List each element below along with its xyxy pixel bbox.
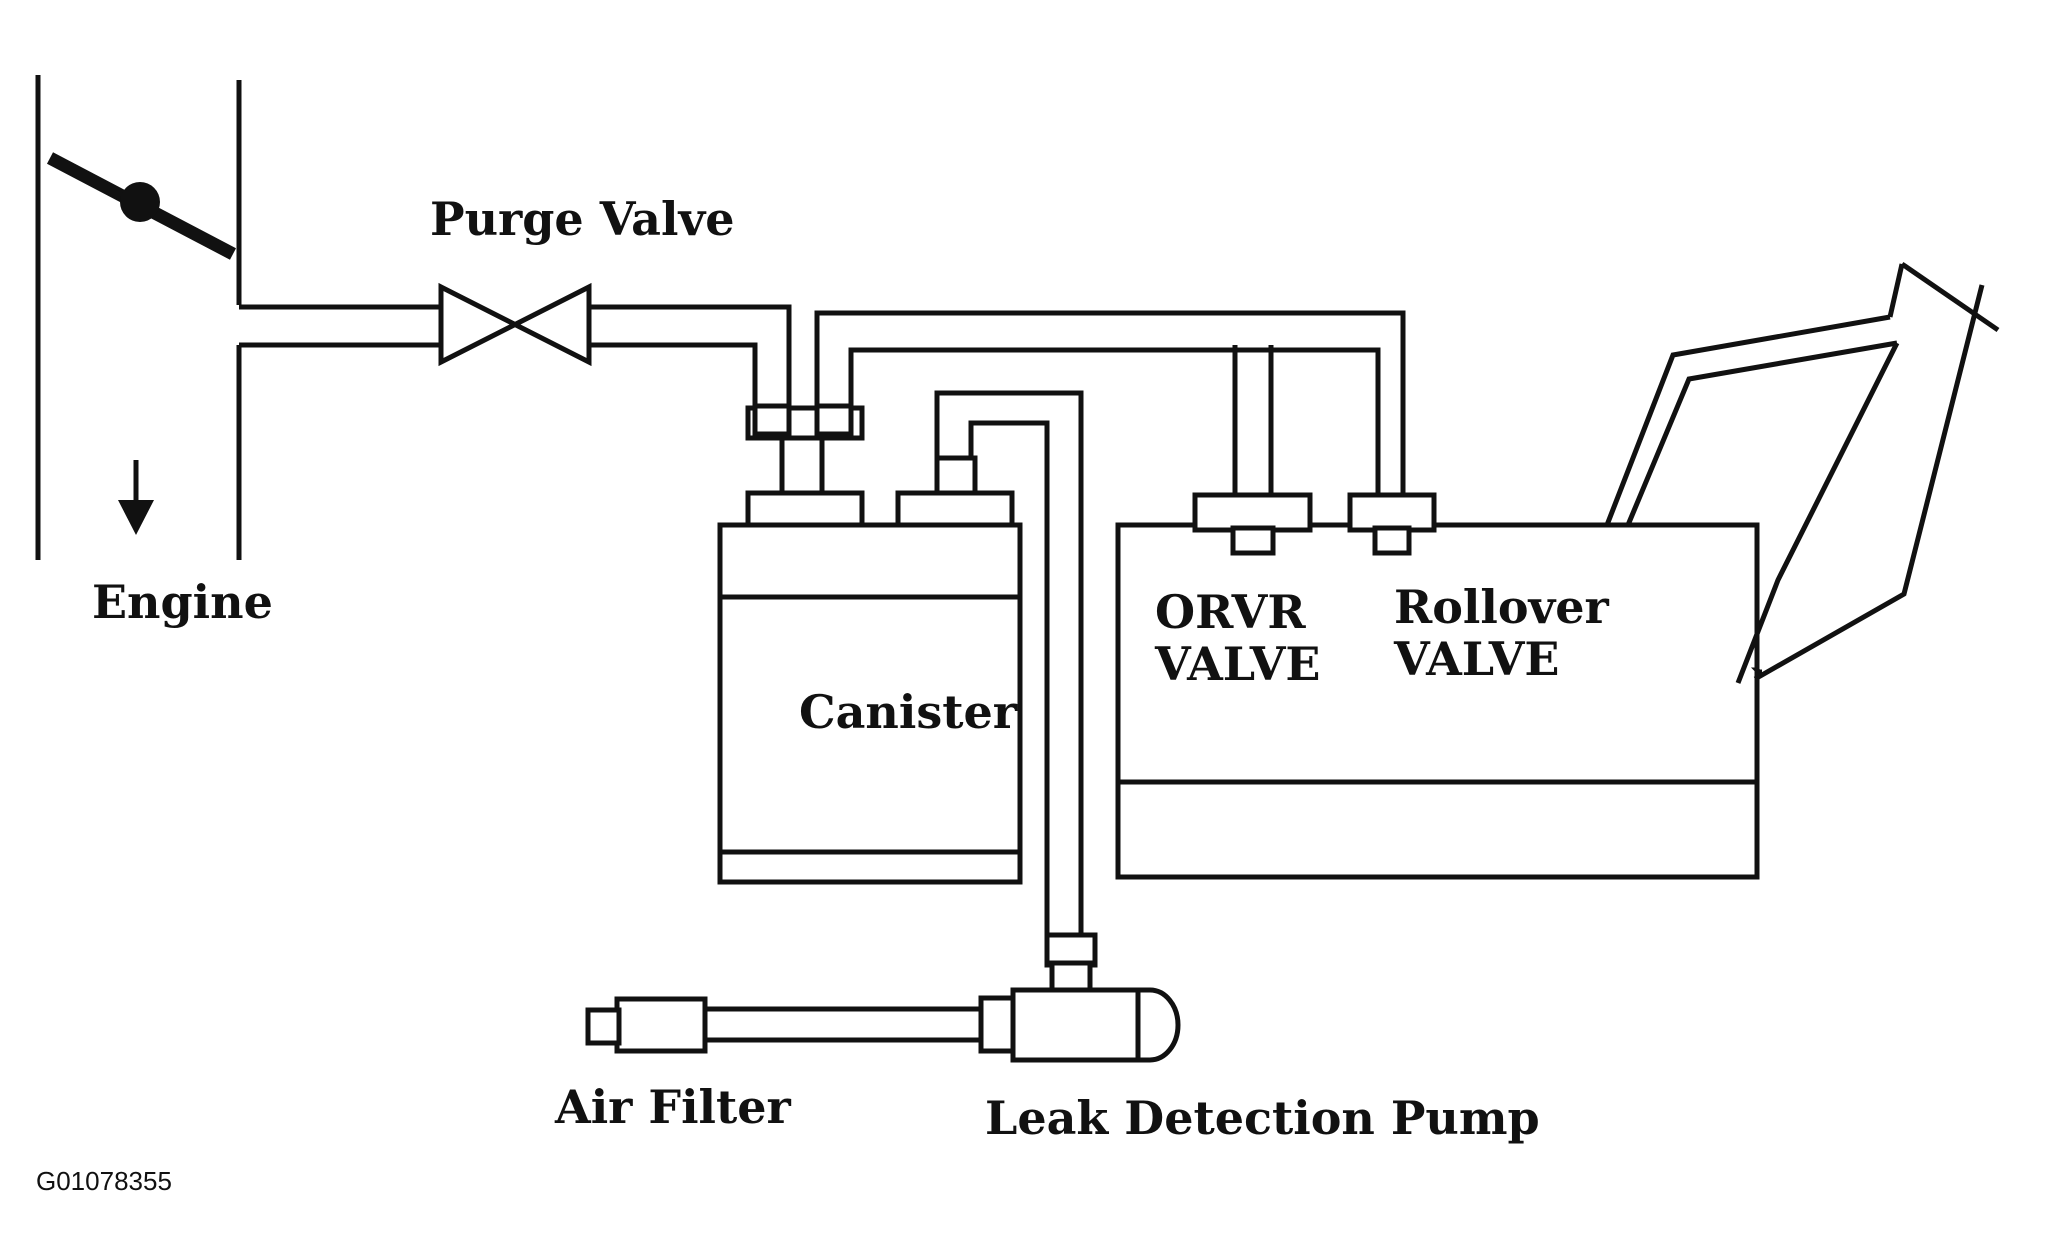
flow-arrow-down-icon — [118, 500, 154, 535]
filler-cap — [1900, 261, 2000, 333]
tank-body — [1115, 522, 1760, 880]
orvr-valve-stem — [1230, 525, 1276, 556]
rollover-label-line1: Rollover — [1394, 580, 1610, 634]
pump-body — [1010, 987, 1141, 1063]
air-filter-body — [614, 996, 708, 1054]
purge-pipe-canister-outer — [589, 304, 792, 408]
vent-lines — [814, 310, 1406, 495]
pump-end-cap — [1135, 987, 1181, 1063]
fuel-tank — [1115, 261, 2000, 880]
canister-cap-right — [895, 490, 1015, 530]
orvr-valve-cap — [1192, 492, 1313, 533]
figure-code: G01078355 — [36, 1166, 172, 1196]
purge-fitting-nipple — [752, 403, 792, 437]
rollover-line-outer — [814, 310, 1406, 495]
pump-line — [934, 390, 1084, 935]
rollover-valve-stem — [1372, 525, 1412, 556]
purge-valve-icon — [438, 282, 592, 367]
pump-coupler — [978, 995, 1019, 1054]
canister-cap-left — [745, 490, 865, 530]
canister — [717, 403, 1023, 885]
purge-pipe-canister-inner — [589, 342, 758, 408]
orvr-label-line2: VALVE — [1154, 637, 1320, 691]
pump-inlet-stem — [1049, 960, 1093, 994]
leak-detection-assembly — [585, 932, 1181, 1063]
air-filter-label: Air Filter — [554, 1080, 792, 1134]
pump-fitting-nipple — [934, 455, 978, 496]
rollover-line-inner — [848, 347, 1381, 495]
air-filter-inlet — [585, 1007, 622, 1046]
filler-neck-inner-top — [1625, 340, 1898, 526]
purge-valve-label: Purge Valve — [430, 192, 734, 246]
purge-line — [239, 282, 792, 408]
orvr-label-line1: ORVR — [1155, 585, 1306, 639]
filler-neck-inner-bottom — [1735, 341, 1900, 684]
engine-intake — [35, 75, 242, 560]
canister-label: Canister — [799, 685, 1018, 739]
filler-neck-outer-top — [1604, 314, 1891, 526]
rollover-valve-cap — [1347, 492, 1437, 533]
leak-detection-pump-label: Leak Detection Pump — [985, 1091, 1540, 1145]
rollover-label-line2: VALVE — [1393, 632, 1559, 686]
throttle-pivot-icon — [120, 182, 160, 222]
engine-label: Engine — [92, 575, 273, 629]
vent-fitting-nipple — [814, 403, 854, 437]
filler-cap-left — [1887, 263, 1905, 318]
filler-neck-outer-bottom — [1750, 284, 1985, 682]
canister-body — [717, 522, 1023, 885]
canister-stem — [779, 435, 825, 496]
pump-pipe-inner — [968, 420, 1050, 935]
pump-pipe-outer — [934, 390, 1084, 935]
